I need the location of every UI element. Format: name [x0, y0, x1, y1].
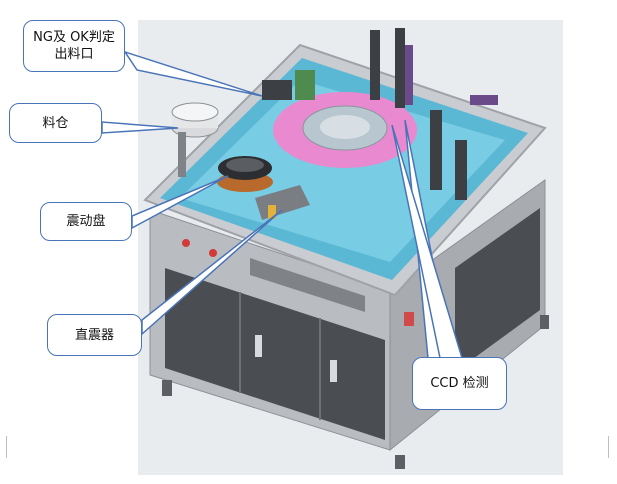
frame-corner-left [6, 436, 7, 458]
door-handle [255, 335, 262, 357]
pointer-ng-ok [123, 50, 263, 97]
rotary-index-table [273, 92, 417, 168]
machine-foot [395, 455, 405, 469]
pointer-linear-feeder [141, 209, 283, 336]
frame-corner-right [608, 436, 609, 458]
callout-linear-feeder-text: 直震器 [74, 327, 114, 343]
door-handle [330, 360, 337, 382]
machine-foot [540, 315, 549, 329]
callout-ccd-inspection: CCD 检测 [412, 357, 507, 410]
side-cabinet-door [455, 208, 540, 372]
callout-pointers [101, 50, 464, 359]
ccd-camera-rig [370, 28, 498, 200]
pointer-hopper [101, 121, 179, 134]
linear-feeder [255, 185, 310, 220]
front-cabinet-door [165, 268, 385, 440]
emergency-button-icon [209, 249, 217, 257]
callout-ccd-text: CCD 检测 [430, 376, 489, 391]
warning-lamp [404, 312, 414, 326]
machine-foot [162, 380, 172, 396]
callout-hopper-text: 料仓 [42, 115, 69, 131]
callout-ng-ok-outlet: NG及 OK判定出料口 [23, 20, 125, 72]
emergency-button-icon [182, 239, 190, 247]
hopper [171, 102, 219, 177]
callout-hopper: 料仓 [9, 103, 102, 143]
ng-ok-ejector-unit [262, 70, 315, 100]
callout-vibration-bowl: 震动盘 [40, 202, 132, 241]
callout-linear-feeder: 直震器 [47, 314, 142, 356]
vibration-bowl [217, 156, 273, 192]
callout-vibration-bowl-text: 震动盘 [66, 214, 106, 229]
callout-ng-ok-text: NG及 OK判定出料口 [33, 30, 115, 62]
control-panel-strip [250, 258, 365, 312]
pointer-vibration-bowl [131, 175, 229, 230]
